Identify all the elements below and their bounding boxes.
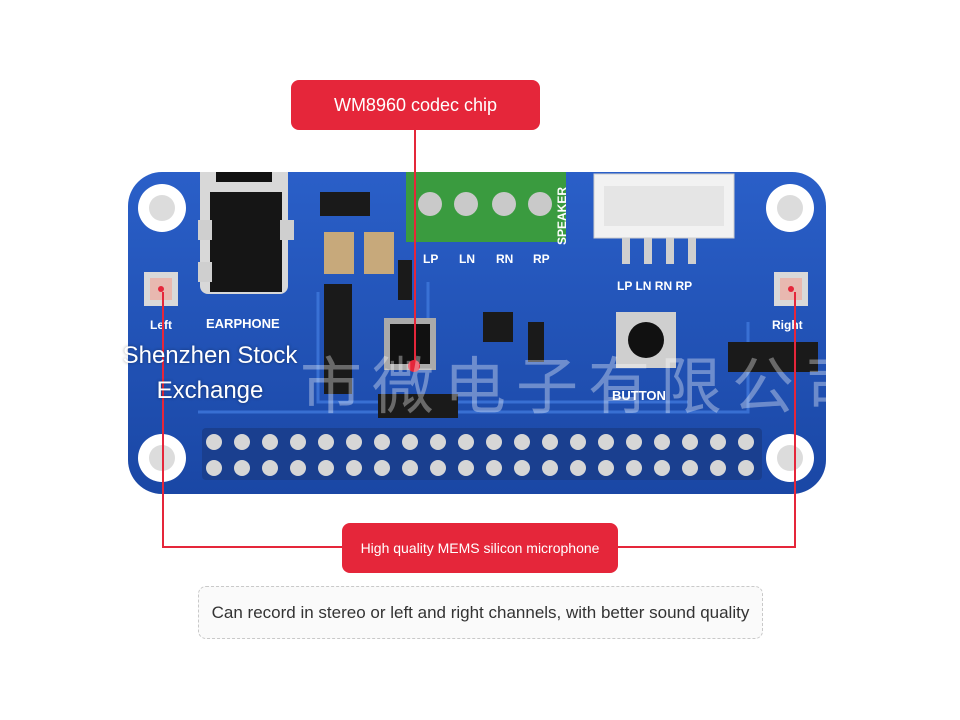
gpio-pin <box>346 434 362 450</box>
audio-hat-board <box>128 172 826 494</box>
label-button: BUTTON <box>612 388 666 403</box>
gpio-pin <box>262 460 278 476</box>
gpio-pin <box>626 460 642 476</box>
label-rp: RP <box>533 252 550 266</box>
gpio-pin <box>402 434 418 450</box>
gpio-pin <box>738 434 754 450</box>
gpio-pin <box>486 434 502 450</box>
label-ln: LN <box>459 252 475 266</box>
gpio-pin <box>458 460 474 476</box>
gpio-pin <box>514 434 530 450</box>
gpio-pin <box>206 434 222 450</box>
callout-line-mic-left-v <box>162 292 164 548</box>
gpio-pin <box>654 434 670 450</box>
label-lp: LP <box>423 252 439 266</box>
gpio-pin <box>514 460 530 476</box>
gpio-pin <box>570 460 586 476</box>
gpio-pin <box>598 460 614 476</box>
gpio-pin <box>710 434 726 450</box>
gpio-pin <box>234 460 250 476</box>
gpio-pin <box>682 460 698 476</box>
earphone-jack <box>198 172 294 294</box>
gpio-pin <box>626 434 642 450</box>
gpio-pin <box>402 460 418 476</box>
mic-callout: High quality MEMS silicon microphone <box>342 523 618 573</box>
mic-right <box>774 272 808 306</box>
gpio-pin <box>542 460 558 476</box>
gpio-pin <box>710 460 726 476</box>
gpio-pin <box>318 434 334 450</box>
gpio-pin <box>654 460 670 476</box>
codec-callout: WM8960 codec chip <box>291 80 540 130</box>
label-earphone: EARPHONE <box>206 316 280 331</box>
gpio-pin <box>374 434 390 450</box>
gpio-pin <box>290 434 306 450</box>
gpio-pin <box>430 434 446 450</box>
gpio-pin <box>682 434 698 450</box>
label-conn-pins: LP LN RN RP <box>617 279 693 293</box>
gpio-pin <box>318 460 334 476</box>
speaker-terminal <box>406 172 566 242</box>
gpio-pin <box>570 434 586 450</box>
gpio-pin <box>486 460 502 476</box>
gpio-pin <box>430 460 446 476</box>
gpio-pins <box>206 434 754 476</box>
callout-line-mic-left-h <box>162 546 342 548</box>
watermark-company: 市微电子有限公司 <box>300 353 877 422</box>
callout-line-mic-right-v <box>794 292 796 548</box>
gpio-pin <box>458 434 474 450</box>
callout-line-mic-right-h <box>618 546 796 548</box>
gpio-pin <box>206 460 222 476</box>
gpio-pin <box>598 434 614 450</box>
gpio-pin <box>290 460 306 476</box>
gpio-pin <box>234 434 250 450</box>
label-speaker: SPEAKER <box>555 186 569 245</box>
push-button <box>616 312 676 368</box>
label-right: Right <box>772 318 803 332</box>
speaker-connector <box>593 173 735 264</box>
label-rn: RN <box>496 252 514 266</box>
codec-marker <box>408 360 420 372</box>
gpio-header <box>202 428 762 480</box>
label-left: Left <box>150 318 172 332</box>
mic-left <box>144 272 178 306</box>
gpio-pin <box>346 460 362 476</box>
feature-caption: Can record in stereo or left and right c… <box>198 586 763 639</box>
gpio-pin <box>374 460 390 476</box>
callout-line-codec <box>414 130 416 364</box>
watermark-exchange: Shenzhen Stock Exchange <box>122 342 298 404</box>
gpio-pin <box>262 434 278 450</box>
gpio-pin <box>542 434 558 450</box>
gpio-pin <box>738 460 754 476</box>
